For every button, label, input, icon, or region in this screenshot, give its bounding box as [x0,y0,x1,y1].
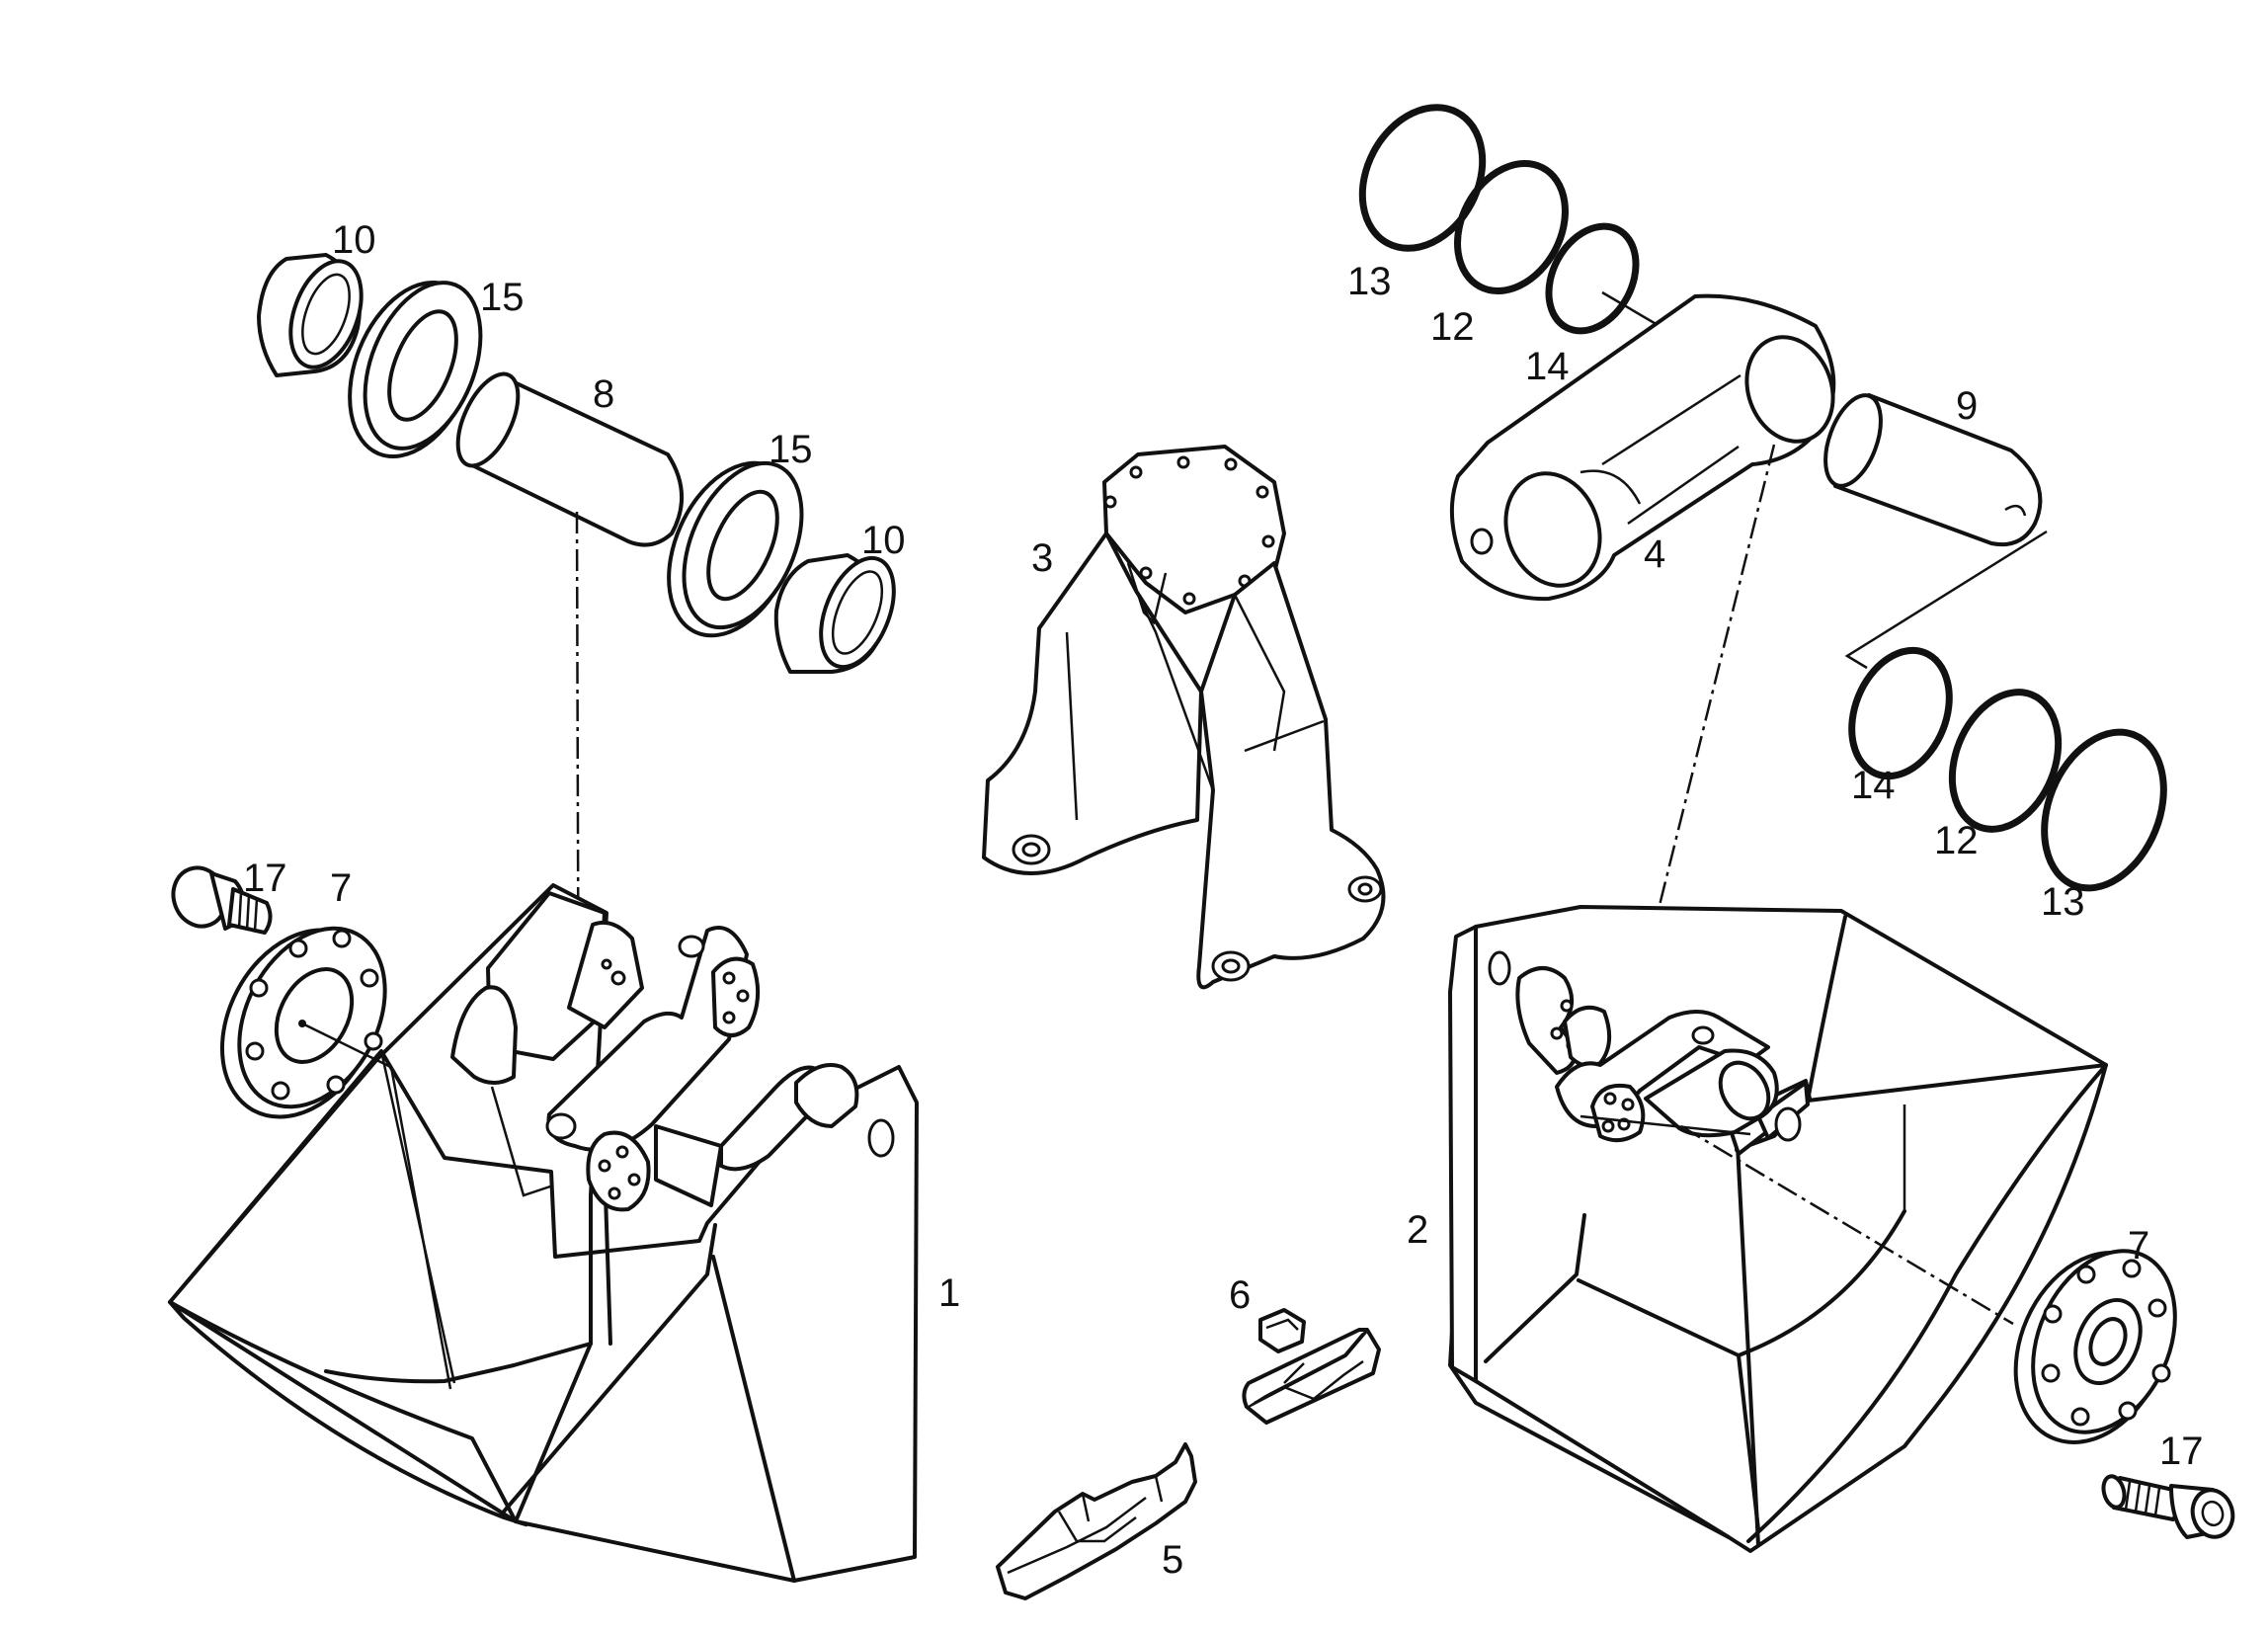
callout-link-arm: 4 [1644,532,1665,576]
callout-bucket-right: 2 [1407,1208,1428,1252]
callout-ring14-bottom: 14 [1851,764,1896,807]
callout-bolt-left: 17 [243,857,287,900]
callout-ring12-top: 12 [1430,305,1475,349]
callout-seal-left-top: 15 [480,276,525,319]
assembly-line-flange-right [1680,1124,2014,1326]
callout-ring13-top: 13 [1347,260,1392,303]
ring-13-top [1358,104,1487,252]
bucket-right [1448,905,2108,1553]
bushing-left-bottom [773,553,896,674]
callout-ring14-top: 14 [1525,345,1570,388]
link-arm [1449,293,1836,602]
seal-left-bottom [667,460,804,638]
callout-tooth-pin: 6 [1229,1273,1251,1317]
ring-12-top [1454,160,1569,294]
callout-bolt-right: 17 [2159,1430,2204,1473]
assembly-line-pin-right [1844,530,2048,670]
bucket-left [168,883,919,1583]
bolt-left [171,865,273,935]
ring-12-bottom [1948,689,2063,833]
tooth-adapter [1242,1328,1381,1425]
tooth-pin [1258,1308,1306,1353]
seal-left-top [348,280,483,459]
callout-flange-left: 7 [330,866,352,910]
callout-bushing-left-top: 10 [332,218,376,262]
flange-right [2013,1249,2177,1444]
ring-13-bottom [2041,728,2167,892]
callout-tooth: 5 [1162,1538,1183,1582]
callout-pin-right: 9 [1956,384,1978,428]
bushing-left-top [257,253,364,377]
callout-pin-left: 8 [593,372,614,416]
callout-bracket: 3 [1031,536,1053,580]
pin-right [1823,393,2043,546]
ring-14-bottom [1848,646,1953,780]
callout-bucket-left: 1 [938,1271,960,1315]
pin-left [455,371,684,547]
tooth [996,1442,1197,1600]
callout-bushing-left-bottom: 10 [861,519,906,562]
callout-flange-right: 7 [2128,1224,2149,1268]
bracket-mount [982,445,1386,990]
callout-seal-left-bottom: 15 [769,428,813,471]
callout-ring12-bottom: 12 [1934,819,1979,862]
ring-14-top [1545,222,1640,335]
bolt-right [2101,1474,2235,1539]
callout-ring13-bottom: 13 [2041,880,2085,924]
